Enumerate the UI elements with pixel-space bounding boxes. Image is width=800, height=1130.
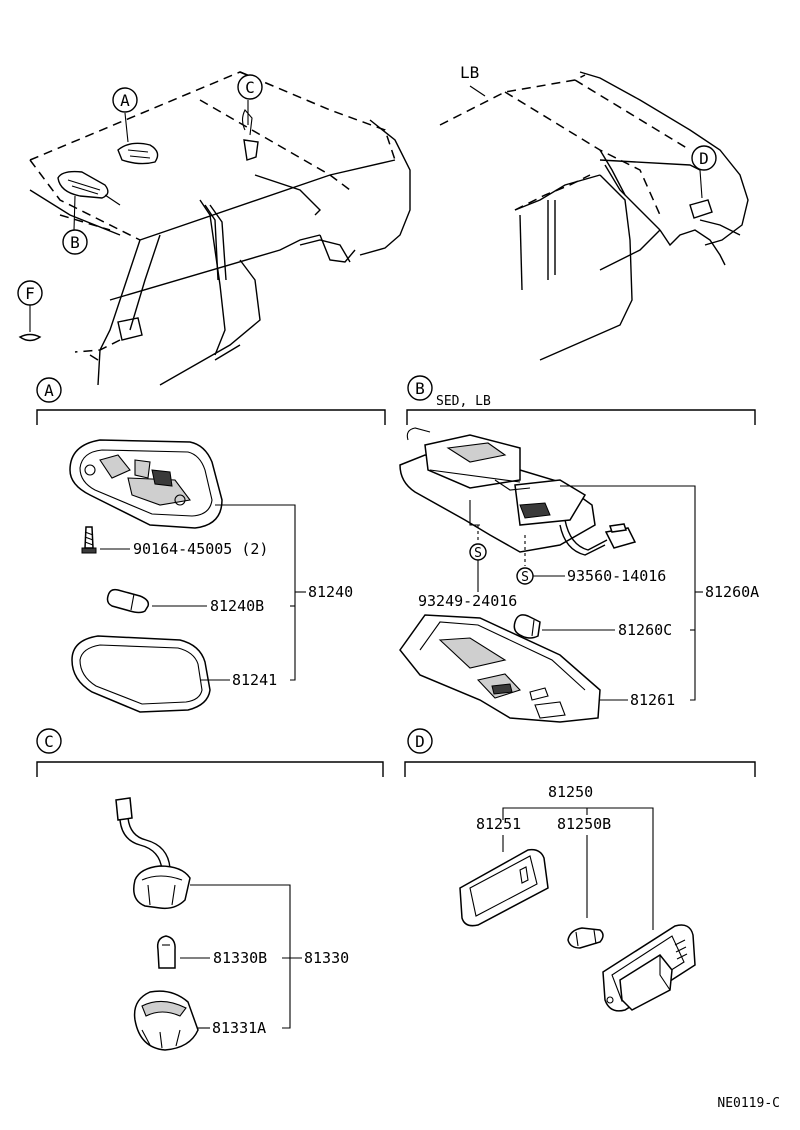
section-a: A xyxy=(36,377,386,713)
part-81251: 81251 xyxy=(476,815,521,833)
b-s-symbol-1: S xyxy=(474,546,482,561)
section-c-letter: C xyxy=(44,732,54,751)
part-81260c: 81260C xyxy=(618,621,672,639)
a-housing xyxy=(69,439,223,529)
b-s-symbol-2: S xyxy=(521,570,529,585)
liftback-overview: LB D xyxy=(439,63,749,361)
section-d: D 81250 81251 81250B xyxy=(404,728,756,1012)
d-housing xyxy=(602,924,696,1012)
section-b-bracket xyxy=(406,409,756,425)
section-b-note: SED, LB xyxy=(436,394,491,409)
callout-f: F xyxy=(25,284,35,303)
a-bulb xyxy=(106,588,150,614)
c-bulb xyxy=(156,935,176,969)
part-81331a: 81331A xyxy=(212,1019,266,1037)
section-c: C 81330B 81330 81331A xyxy=(36,728,384,1051)
section-d-bracket xyxy=(404,761,756,777)
sedan-overview: A B C F xyxy=(17,71,411,386)
section-b-letter: B xyxy=(415,379,425,398)
callout-b: B xyxy=(70,233,80,252)
variant-lb-label: LB xyxy=(460,63,479,82)
part-93249-24016: 93249-24016 xyxy=(418,592,517,610)
part-81330: 81330 xyxy=(304,949,349,967)
part-81260a: 81260A xyxy=(705,583,759,601)
part-81250b: 81250B xyxy=(557,815,611,833)
section-d-letter: D xyxy=(415,732,425,751)
b-cover xyxy=(399,614,601,723)
callout-d: D xyxy=(699,149,709,168)
c-socket xyxy=(115,797,191,910)
section-b: B SED, LB S S xyxy=(399,375,759,723)
part-81240: 81240 xyxy=(308,583,353,601)
callout-c: C xyxy=(245,78,255,97)
part-81240b: 81240B xyxy=(210,597,264,615)
c-lens xyxy=(133,990,199,1051)
section-a-bracket xyxy=(36,409,386,425)
section-c-bracket xyxy=(36,761,384,777)
part-93560-14016: 93560-14016 xyxy=(567,567,666,585)
part-81250: 81250 xyxy=(548,783,593,801)
part-81241: 81241 xyxy=(232,671,277,689)
part-90164-45005: 90164-45005 (2) xyxy=(133,540,268,558)
part-81261: 81261 xyxy=(630,691,675,709)
b-bulb xyxy=(513,614,541,639)
d-bulb xyxy=(567,927,604,949)
figure-code: NE0119-C xyxy=(717,1096,780,1111)
a-screw xyxy=(81,526,97,554)
d-lens xyxy=(459,848,549,927)
section-a-letter: A xyxy=(44,381,54,400)
callout-a: A xyxy=(120,91,130,110)
b-lamp-assy xyxy=(399,427,637,556)
part-81330b: 81330B xyxy=(213,949,267,967)
a-lens xyxy=(71,635,211,713)
